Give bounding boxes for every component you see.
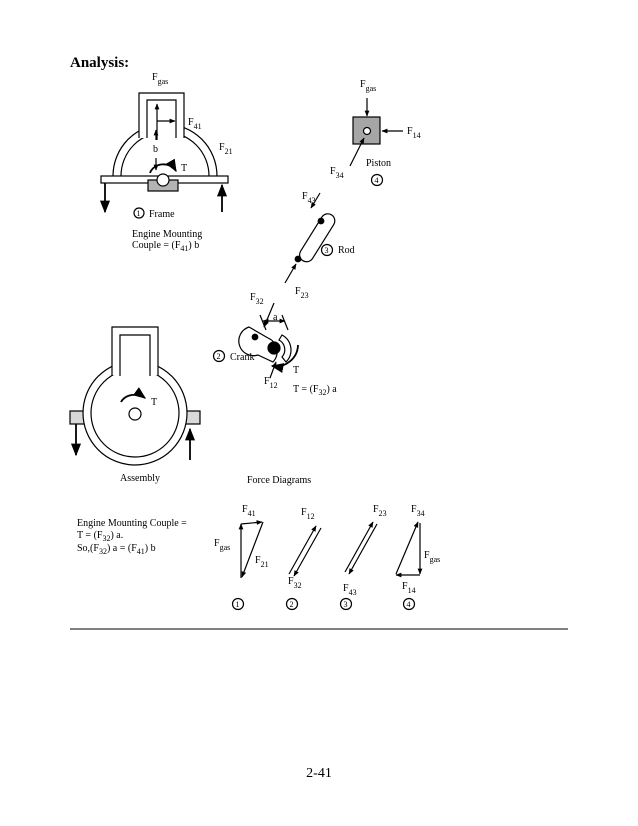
piston-f34-arrow [349, 137, 365, 167]
rod-f23-label: F23 [295, 286, 309, 300]
frame-fgas-label: Fgas [152, 72, 168, 86]
frame-fbd [99, 92, 229, 219]
crank-shaft [267, 341, 281, 355]
frame-mount-line2: Couple = (F41) b [132, 240, 199, 253]
page-number: 2-41 [306, 766, 332, 781]
frame-number: 1 [137, 209, 141, 218]
fd4-f14-label: F14 [402, 581, 416, 595]
crank-fbd [212, 302, 299, 379]
crank-f12-arrow [269, 361, 277, 379]
fd1-fgas-label: Fgas [214, 538, 230, 552]
frame-b-label: b [153, 144, 158, 155]
piston-f14-label: F14 [407, 126, 421, 140]
heading: Analysis: [70, 55, 130, 71]
crank-f12-label: F12 [264, 376, 278, 390]
notes-line2: T = (F32) a. [77, 530, 123, 543]
piston-pin [362, 126, 372, 136]
crank-a-label: a [273, 312, 278, 323]
assembly-torque-arrow [120, 387, 147, 403]
piston-fbd [349, 98, 403, 187]
force-diagram-2 [285, 525, 322, 611]
crank-number-circle [212, 349, 226, 363]
notes-line3: So,(F32) a = (F41) b [77, 543, 156, 556]
frame-f21-label: F21 [219, 142, 233, 156]
fd2-number-circle [285, 597, 299, 611]
fd1-number: 1 [236, 600, 240, 609]
fd4-number: 4 [407, 600, 411, 609]
rod-number: 3 [325, 246, 329, 255]
frame-t-label: T [181, 163, 187, 174]
assembly-caption: Assembly [120, 473, 160, 484]
frame-name: Frame [149, 209, 175, 220]
assembly-t-label: T [151, 397, 157, 408]
fd3-f23-label: F23 [373, 504, 387, 518]
piston-number: 4 [375, 176, 379, 185]
fd1-f41-label: F41 [242, 504, 256, 518]
frame-mount-line1: Engine Mounting [132, 229, 202, 240]
assembly-cylinder-inner [119, 334, 151, 376]
crank-dim-a-ext1 [259, 314, 267, 331]
assembly-crank-center [128, 407, 142, 421]
fd4-f34-vector [395, 521, 419, 575]
crank-number: 2 [217, 352, 221, 361]
force-diagram-1 [231, 520, 264, 611]
rod-name: Rod [338, 245, 355, 256]
fd4-f34-label: F34 [411, 504, 425, 518]
piston-f34-label: F34 [330, 166, 344, 180]
piston-name: Piston [366, 158, 391, 169]
piston-block [352, 116, 381, 145]
frame-f41-label: F41 [188, 117, 202, 131]
rod-fbd [284, 192, 336, 284]
frame-cylinder-inner [146, 99, 177, 138]
crank-bearing [278, 334, 292, 363]
piston-number-circle [370, 173, 384, 187]
assembly-cylinder-outer [111, 326, 159, 375]
force-diagram-4 [395, 521, 423, 611]
rod-top-pin [317, 217, 325, 225]
crank-pin [251, 333, 259, 341]
fd3-f43-label: F43 [343, 583, 357, 597]
fd3-number: 3 [344, 600, 348, 609]
rod-link [299, 213, 336, 263]
fd3-f23-vector [344, 521, 374, 573]
fd2-number: 2 [290, 600, 294, 609]
fd3-f43-vector [348, 523, 378, 575]
notes-line1: Engine Mounting Couple = [77, 518, 187, 529]
assembly [69, 326, 201, 466]
rod-bottom-pin [294, 255, 302, 263]
crank-name: Crank [230, 352, 254, 363]
fd1-f21-label: F21 [255, 555, 269, 569]
fd2-f32-label: F32 [288, 576, 302, 590]
crank-torque-eq: T = (F32) a [293, 384, 337, 397]
frame-body-inner [120, 131, 210, 177]
crank-f32-label: F32 [250, 292, 264, 306]
frame-torque-arrow [149, 158, 177, 174]
frame-cylinder-outer [138, 92, 185, 138]
fd2-f12-label: F12 [301, 507, 315, 521]
rod-f43-label: F43 [302, 191, 316, 205]
rod-f43-arrow [310, 192, 321, 209]
force-diagrams-title: Force Diagrams [247, 475, 311, 486]
assembly-body-outer [82, 360, 188, 466]
fd1-number-circle [231, 597, 245, 611]
fd2-f12-vector [288, 525, 317, 575]
crank-t-label: T [293, 365, 299, 376]
piston-fgas-label: Fgas [360, 79, 376, 93]
frame-number-circle [133, 207, 145, 219]
fd4-fgas-label: Fgas [424, 550, 440, 564]
force-diagram-3 [339, 521, 378, 611]
rod-number-circle [320, 243, 334, 257]
fd1-f41-vector [240, 520, 263, 525]
fd1-f21-vector [241, 521, 264, 578]
crank-dim-a-ext2 [281, 314, 289, 331]
frame-bearing [156, 173, 170, 187]
fd4-number-circle [402, 597, 416, 611]
crank-f32-arrow [263, 302, 275, 328]
fd2-f32-vector [293, 527, 322, 577]
fd3-number-circle [339, 597, 353, 611]
rod-f23-arrow [284, 263, 297, 284]
